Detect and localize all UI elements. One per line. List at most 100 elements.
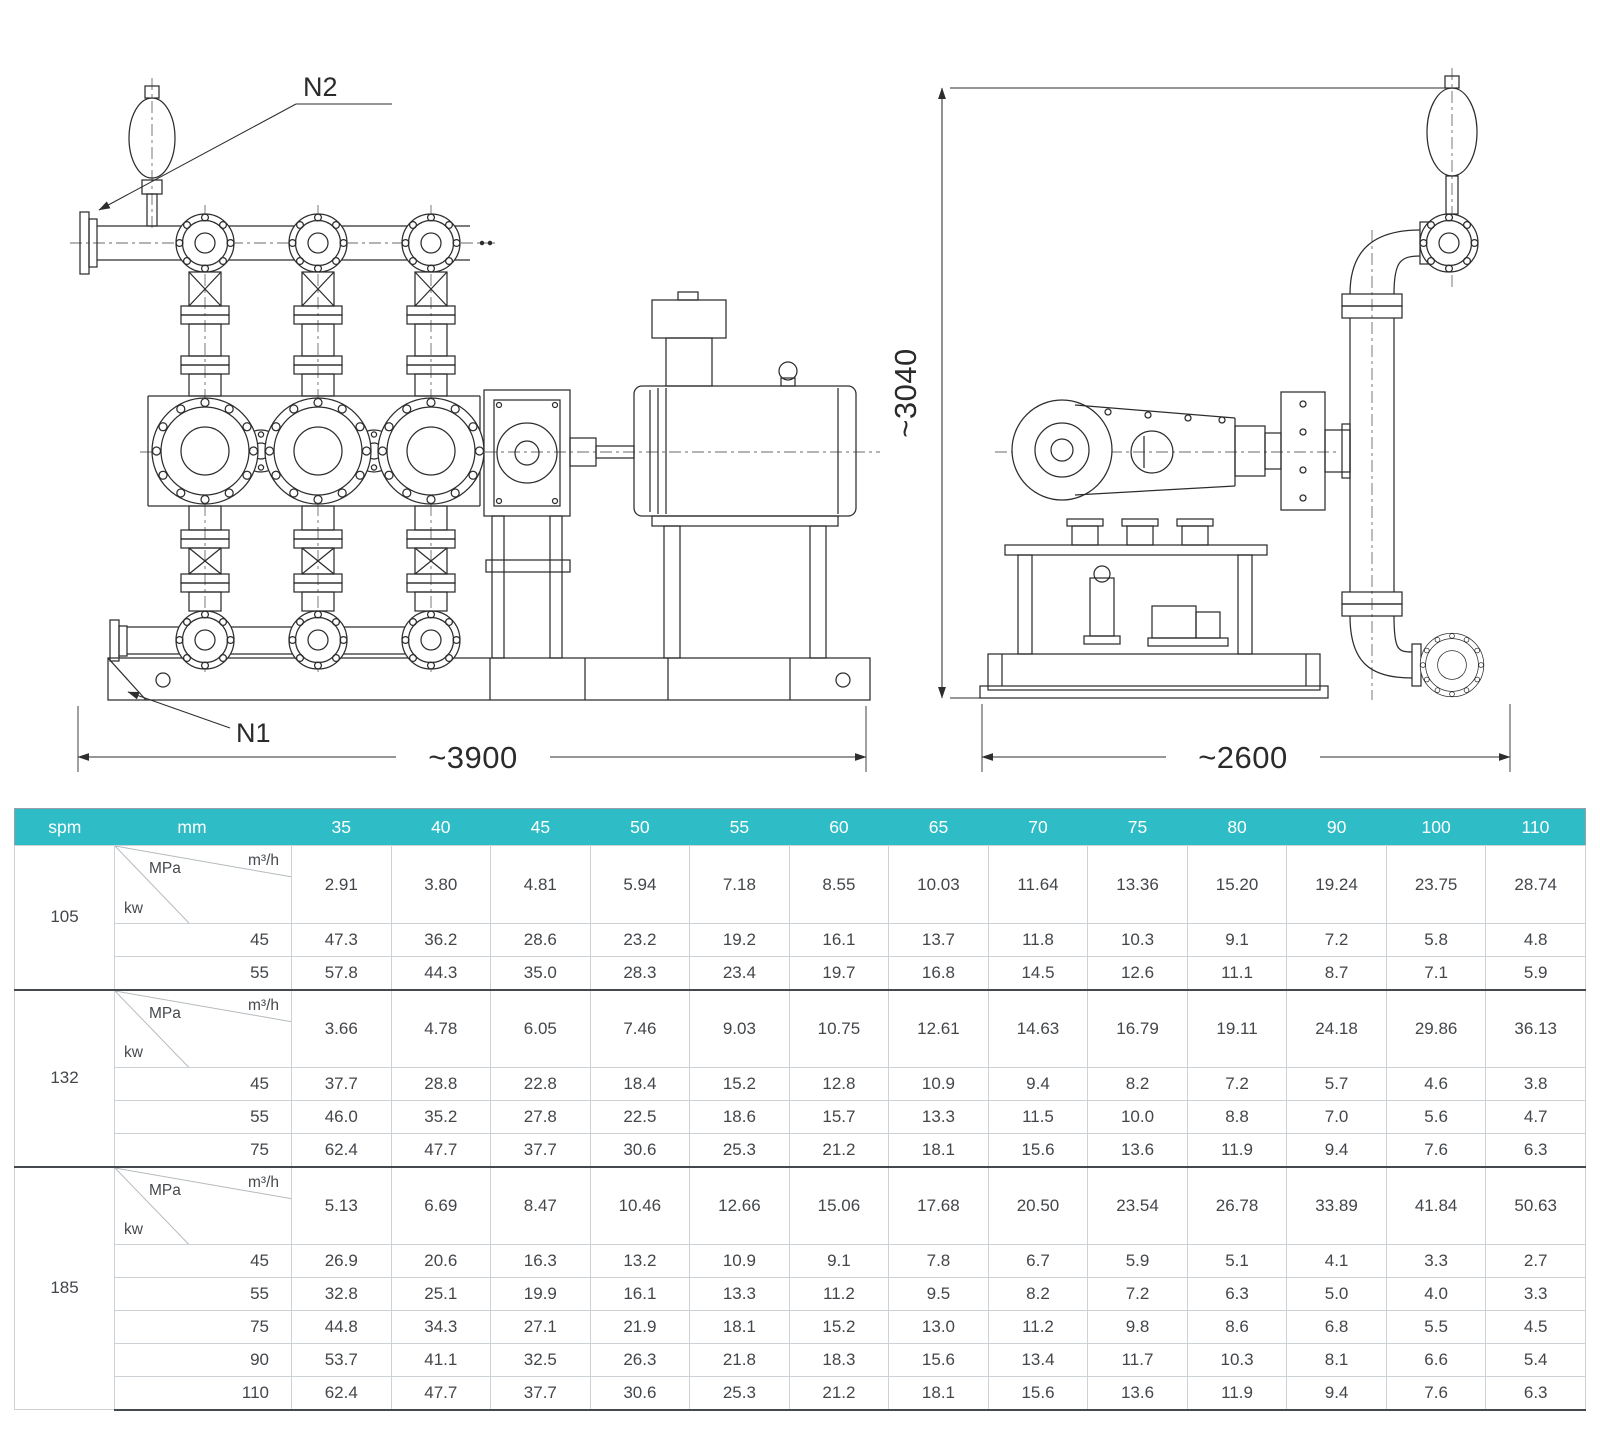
- flow-value: 3.66: [291, 988, 392, 1068]
- flow-value: 26.78: [1186, 1165, 1288, 1245]
- power-kw-value: 55: [114, 956, 292, 990]
- technical-drawing: N2 N1 ~3900: [70, 68, 1511, 775]
- oil-filter: [1089, 577, 1115, 637]
- label-n2: N2: [98, 72, 392, 211]
- pressure-value: 23.2: [589, 923, 691, 957]
- pressure-value: 5.5: [1385, 1310, 1487, 1344]
- pressure-unit-label: MPa: [149, 860, 181, 877]
- pressure-value: 57.8: [291, 956, 392, 990]
- flow-value: 10.46: [589, 1165, 691, 1245]
- pressure-value: 11.1: [1186, 956, 1288, 990]
- n2-text: N2: [303, 72, 338, 102]
- column-header-spm: spm: [14, 808, 115, 846]
- dimension-2600: ~2600: [981, 704, 1511, 775]
- flow-value: 12.61: [888, 988, 989, 1068]
- pressure-value: 4.7: [1485, 1100, 1586, 1134]
- pressure-value: 18.3: [788, 1343, 890, 1377]
- column-header-mm: mm: [114, 808, 292, 846]
- column-header-110: 110: [1485, 808, 1586, 846]
- pressure-value: 36.2: [390, 923, 492, 957]
- baseplate: [107, 657, 871, 701]
- pressure-value: 21.9: [589, 1310, 691, 1344]
- column-header-75: 75: [1087, 808, 1188, 846]
- pressure-value: 15.2: [689, 1067, 790, 1101]
- flow-value: 23.75: [1385, 845, 1487, 924]
- side-view: ~3040 ~2600: [888, 68, 1511, 775]
- pressure-value: 16.8: [888, 956, 989, 990]
- pressure-value: 10.9: [689, 1244, 790, 1278]
- pressure-value: 5.6: [1385, 1100, 1487, 1134]
- flow-value: 23.54: [1087, 1165, 1188, 1245]
- flow-unit-label: m³/h: [248, 1173, 279, 1191]
- pressure-value: 22.5: [589, 1100, 691, 1134]
- flow-value: 2.91: [291, 845, 392, 924]
- pressure-value: 27.1: [490, 1310, 591, 1344]
- pressure-value: 32.5: [490, 1343, 591, 1377]
- power-kw-value: 110: [114, 1376, 292, 1411]
- pressure-value: 13.2: [589, 1244, 691, 1278]
- flow-value: 8.47: [490, 1165, 591, 1245]
- pressure-value: 5.9: [1087, 1244, 1188, 1278]
- pressure-value: 18.4: [589, 1067, 691, 1101]
- motor: [633, 291, 857, 659]
- pressure-value: 7.8: [888, 1244, 989, 1278]
- pressure-value: 30.6: [589, 1376, 691, 1411]
- lifting-eyebolt: [778, 361, 798, 381]
- n1-text: N1: [236, 718, 271, 748]
- pressure-value: 4.6: [1385, 1067, 1487, 1101]
- column-header-60: 60: [789, 808, 889, 846]
- front-view: N2 N1 ~3900: [70, 72, 880, 775]
- flow-value: 20.50: [987, 1165, 1089, 1245]
- pressure-value: 10.0: [1087, 1100, 1188, 1134]
- pressure-value: 5.4: [1485, 1343, 1586, 1377]
- pressure-value: 21.8: [689, 1343, 790, 1377]
- column-header-40: 40: [391, 808, 491, 846]
- pressure-value: 16.3: [490, 1244, 591, 1278]
- pressure-value: 34.3: [390, 1310, 492, 1344]
- pressure-value: 16.1: [788, 923, 890, 957]
- flow-value: 36.13: [1485, 988, 1586, 1068]
- pressure-value: 41.1: [390, 1343, 492, 1377]
- flow-value: 50.63: [1485, 1165, 1586, 1245]
- flow-value: 8.55: [788, 845, 890, 924]
- pressure-value: 30.6: [589, 1133, 691, 1167]
- pressure-value: 18.6: [689, 1100, 790, 1134]
- power-kw-value: 75: [114, 1133, 292, 1167]
- power-unit-label: kw: [124, 1043, 143, 1061]
- pressure-value: 35.2: [390, 1100, 492, 1134]
- pressure-value: 19.7: [788, 956, 890, 990]
- pressure-value: 9.1: [1186, 923, 1288, 957]
- corner-diagonal-lines: [115, 846, 291, 923]
- pressure-value: 13.4: [987, 1343, 1089, 1377]
- pressure-value: 5.0: [1286, 1277, 1387, 1311]
- pressure-value: 4.5: [1485, 1310, 1586, 1344]
- pressure-value: 7.1: [1385, 956, 1487, 990]
- pressure-value: 21.2: [788, 1133, 890, 1167]
- pressure-value: 25.3: [689, 1133, 790, 1167]
- pressure-value: 53.7: [291, 1343, 392, 1377]
- pressure-value: 5.7: [1286, 1067, 1387, 1101]
- pressure-value: 8.7: [1286, 956, 1387, 990]
- pressure-value: 15.6: [987, 1376, 1089, 1411]
- pressure-value: 3.8: [1485, 1067, 1586, 1101]
- oil-pump-motor: [1151, 605, 1197, 639]
- pressure-value: 28.6: [490, 923, 591, 957]
- pressure-value: 4.0: [1385, 1277, 1487, 1311]
- flow-unit-label: m³/h: [248, 996, 279, 1014]
- pressure-value: 11.5: [987, 1100, 1089, 1134]
- dimension-3900: ~3900: [77, 706, 867, 775]
- pressure-value: 8.2: [1087, 1067, 1188, 1101]
- pressure-value: 11.7: [1087, 1343, 1188, 1377]
- power-unit-label: kw: [124, 1220, 143, 1238]
- pressure-value: 13.0: [888, 1310, 989, 1344]
- power-kw-value: 45: [114, 1067, 292, 1101]
- pressure-value: 46.0: [291, 1100, 392, 1134]
- pressure-value: 13.7: [888, 923, 989, 957]
- pressure-value: 9.4: [1286, 1376, 1387, 1411]
- pressure-unit-label: MPa: [149, 1181, 181, 1199]
- pressure-value: 25.1: [390, 1277, 492, 1311]
